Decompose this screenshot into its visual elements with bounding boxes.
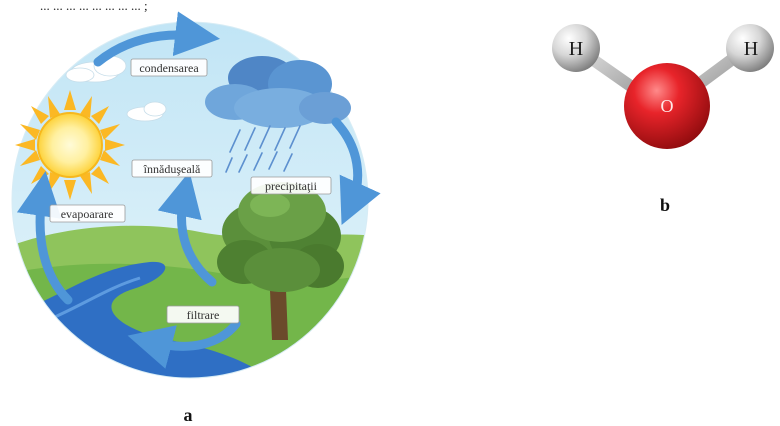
sun	[15, 90, 125, 200]
water-cycle-diagram: condensarea înnăduşeală precipitaţii eva…	[11, 11, 381, 425]
label-condensation-text: condensarea	[139, 61, 199, 75]
rain-drops	[225, 125, 301, 173]
rain-cloud	[205, 56, 351, 128]
arrow-evaporation	[16, 171, 73, 305]
oxygen-symbol: O	[661, 96, 674, 116]
label-evaporation-text: evapoarare	[61, 207, 114, 221]
label-precipitation-text: precipitaţii	[265, 179, 318, 193]
oxygen-atom	[624, 63, 710, 149]
arrow-filtration	[127, 319, 241, 369]
label-filtration-text: filtrare	[187, 308, 220, 322]
hydrogen-left-symbol: H	[569, 38, 583, 60]
figure-label-b: b	[660, 195, 670, 215]
figure-label-a: a	[184, 405, 193, 425]
arrow-condensation	[93, 11, 221, 67]
water-molecule: H H O b	[552, 24, 774, 215]
arrow-transpiration	[157, 171, 217, 287]
label-transpiration: înnăduşeală	[131, 159, 213, 178]
hydrogen-right-symbol: H	[744, 38, 758, 60]
label-precipitation: precipitaţii	[250, 176, 332, 195]
hydrogen-atom-left	[552, 24, 600, 72]
arrow-precipitation	[331, 117, 381, 225]
tree	[217, 182, 344, 340]
cycle-arrows	[16, 11, 381, 369]
label-transpiration-text: înnăduşeală	[143, 162, 201, 176]
hydrogen-atom-right	[726, 24, 774, 72]
label-evaporation: evapoarare	[49, 204, 126, 223]
label-filtration: filtrare	[166, 305, 240, 324]
top-text-line: ... ... ... ... ... ... ... ... ;	[40, 0, 148, 13]
small-cloud-middle	[126, 101, 167, 122]
label-condensation: condensarea	[130, 58, 208, 77]
